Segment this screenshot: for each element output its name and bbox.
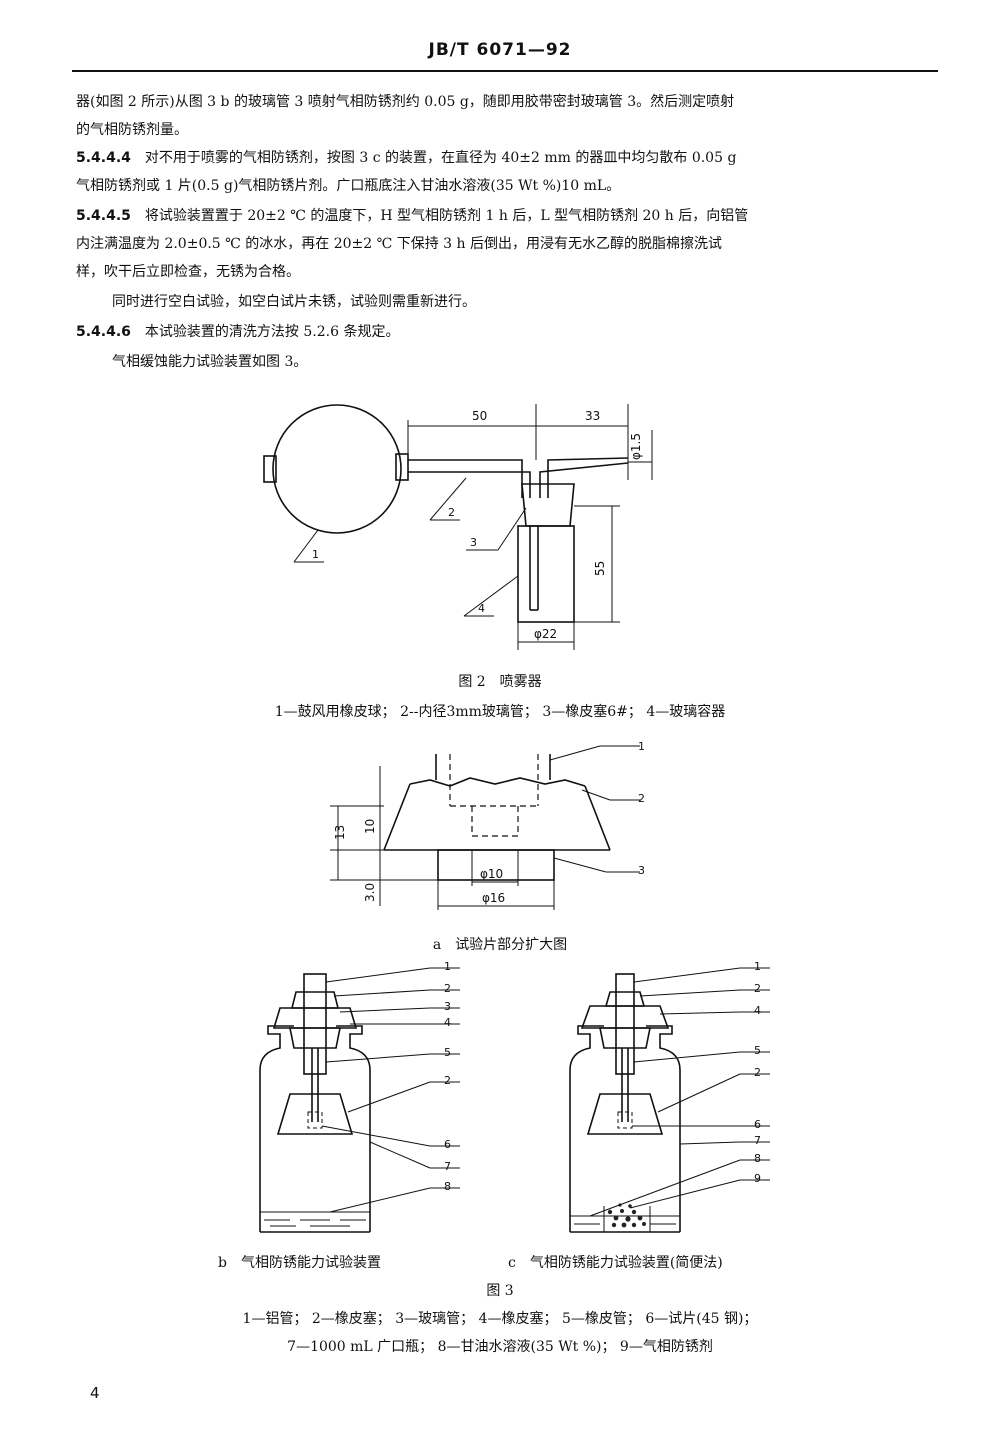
clause-number: 5.4.4.4: [76, 150, 131, 166]
callout-5: 5: [444, 1046, 451, 1059]
callout-2b: 2: [444, 1074, 451, 1087]
figure-3-legend-line-2: 7—1000 mL 广口瓶； 8—甘油水溶液(35 Wt %)； 9—气相防锈剂: [287, 1339, 713, 1355]
figure-3b-caption: b 气相防锈能力试验装置: [218, 1255, 381, 1271]
header-rule: [72, 70, 938, 72]
clause-5-4-4-5: 5.4.4.5 将试验装置置于 20±2 ℃ 的温度下，H 型气相防锈剂 1 h …: [76, 202, 936, 230]
figure-3c-apparatus-simplified: 1 2 4 5 2 6 7 8 9: [569, 962, 770, 1233]
clause-5-4-4-6: 5.4.4.6 本试验装置的清洗方法按 5.2.6 条规定。: [76, 318, 936, 346]
callout-1: 1: [444, 962, 451, 973]
callout-2: 2: [448, 506, 455, 519]
callout-1: 1: [638, 740, 645, 753]
callout-6: 6: [444, 1138, 451, 1151]
callout-2b: 2: [754, 1066, 761, 1079]
figure-3a-caption: a 试验片部分扩大图: [432, 937, 568, 953]
dimension-33: 33: [585, 409, 600, 423]
callout-2: 2: [754, 982, 761, 995]
dimension-phi22: φ22: [534, 627, 557, 641]
dimension-50: 50: [472, 409, 487, 423]
paragraph-line: 气相防锈剂或 1 片(0.5 g)气相防锈片剂。广口瓶底注入甘油水溶液(35 W…: [76, 178, 621, 194]
clause-text: 将试验装置置于 20±2 ℃ 的温度下，H 型气相防锈剂 1 h 后，L 型气相…: [144, 208, 749, 224]
standard-code-header: JB/T 6071—92: [428, 40, 572, 60]
dimension-3-0: 3.0: [363, 883, 377, 902]
dimension-phi1-5: φ1.5: [629, 433, 643, 460]
figure-3-caption: 图 3: [486, 1283, 514, 1299]
clause-text: 本试验装置的清洗方法按 5.2.6 条规定。: [144, 324, 400, 340]
dimension-phi16: φ16: [482, 891, 505, 905]
figure-3c-caption: c 气相防锈能力试验装置(简便法): [508, 1255, 723, 1271]
figure-3b-apparatus: 1 2 3 4 5 2 6 7 8: [259, 962, 460, 1233]
callout-3: 3: [470, 536, 477, 549]
callout-8: 8: [754, 1152, 761, 1165]
callout-9: 9: [754, 1172, 761, 1185]
callout-7: 7: [444, 1160, 451, 1173]
paragraph-line: 的气相防锈剂量。: [76, 122, 188, 138]
callout-4: 4: [478, 602, 485, 615]
callout-4: 4: [754, 1004, 761, 1017]
paragraph-line: 器(如图 2 所示)从图 3 b 的玻璃管 3 喷射气相防锈剂约 0.05 g，…: [76, 94, 735, 110]
paragraph-line: 同时进行空白试验，如空白试片未锈，试验则需重新进行。: [112, 294, 476, 310]
callout-2: 2: [444, 982, 451, 995]
callout-1: 1: [754, 962, 761, 973]
dimension-13: 13: [333, 825, 347, 840]
callout-4: 4: [444, 1016, 451, 1029]
figure-3a-specimen-detail: 13 10 3.0 φ10 φ16 1 2 3: [330, 740, 645, 910]
dimension-phi10: φ10: [480, 867, 503, 881]
clause-number: 5.4.4.6: [76, 324, 131, 340]
figure-2-legend: 1—鼓风用橡皮球； 2--内径3mm玻璃管； 3—橡皮塞6#； 4—玻璃容器: [274, 704, 726, 720]
clause-5-4-4-4: 5.4.4.4 对不用于喷雾的气相防锈剂，按图 3 c 的装置，在直径为 40±2…: [76, 144, 936, 172]
callout-6: 6: [754, 1118, 761, 1131]
callout-8: 8: [444, 1180, 451, 1193]
page-number: 4: [90, 1384, 100, 1402]
clause-number: 5.4.4.5: [76, 208, 131, 224]
figure-2-caption: 图 2 喷雾器: [458, 674, 542, 690]
dimension-10: 10: [363, 819, 377, 834]
callout-5: 5: [754, 1044, 761, 1057]
callout-7: 7: [754, 1134, 761, 1147]
callout-3: 3: [638, 864, 645, 877]
figure-2-sprayer: 50 33 φ1.5 55 φ22 1 2 3 4: [263, 404, 653, 650]
paragraph-line: 气相缓蚀能力试验装置如图 3。: [112, 354, 308, 370]
paragraph-line: 内注满温度为 2.0±0.5 ℃ 的冰水，再在 20±2 ℃ 下保持 3 h 后…: [76, 236, 723, 252]
callout-1: 1: [312, 548, 319, 561]
clause-text: 对不用于喷雾的气相防锈剂，按图 3 c 的装置，在直径为 40±2 mm 的器皿…: [144, 150, 737, 166]
dimension-55: 55: [593, 561, 607, 576]
figure-3-legend-line-1: 1—铝管； 2—橡皮塞； 3—玻璃管； 4—橡皮塞； 5—橡皮管； 6—试片(4…: [242, 1311, 758, 1327]
callout-3: 3: [444, 1000, 451, 1013]
paragraph-line: 样，吹干后立即检查，无锈为合格。: [76, 264, 300, 280]
callout-2: 2: [638, 792, 645, 805]
